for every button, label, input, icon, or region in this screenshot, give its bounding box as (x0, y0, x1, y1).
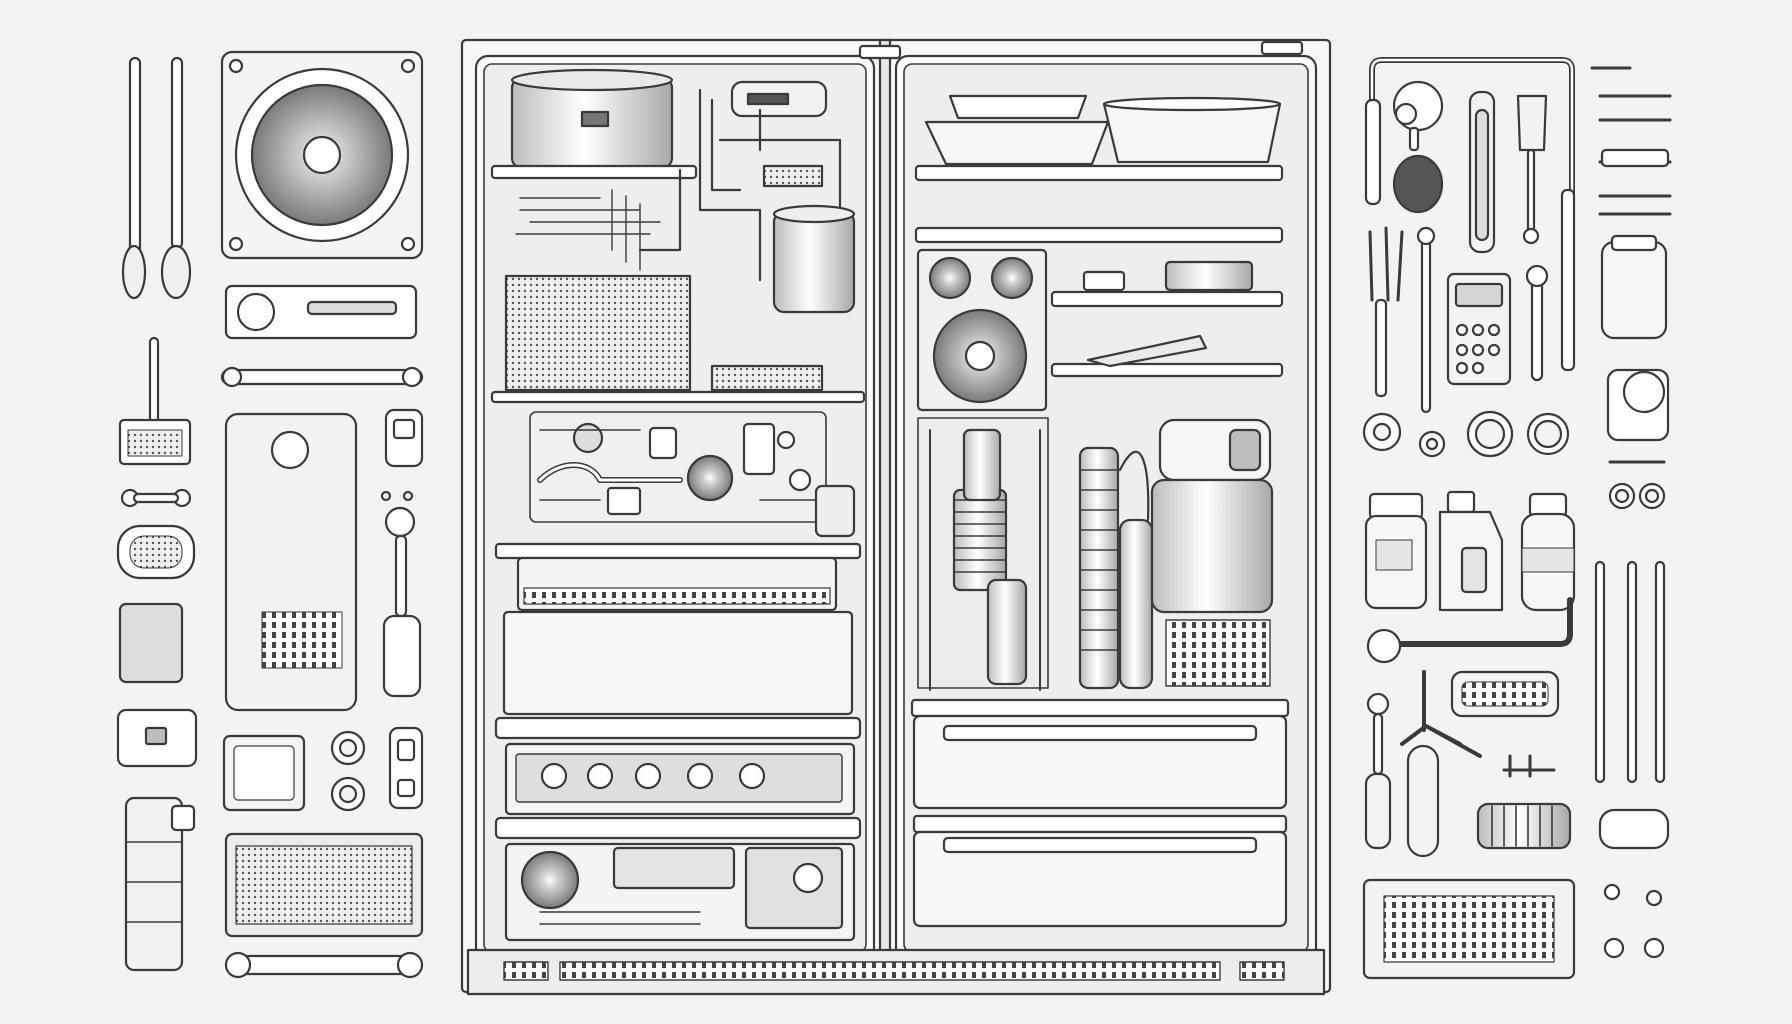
sensor-plate-icon (222, 734, 306, 812)
spatula-icon (1516, 94, 1548, 245)
valve-icon (1525, 264, 1670, 442)
latch-icon (388, 726, 424, 810)
nozzle-icon (1392, 80, 1444, 214)
screw-icon (1603, 883, 1665, 959)
spring-icon (1476, 754, 1670, 850)
water-hose-icon (1364, 57, 1575, 343)
capsule-icon (1406, 670, 1560, 858)
mesh-tray-icon (224, 832, 424, 938)
mesh-filter-icon (116, 524, 196, 580)
right-storage-section (910, 94, 1290, 928)
jar-icon (1364, 492, 1428, 610)
side-panel-icon (224, 412, 358, 712)
left-parts-sheet (116, 50, 424, 979)
pipe-icon (1366, 560, 1666, 784)
washer-icon (1418, 410, 1666, 510)
left-mechanical-section (490, 68, 866, 942)
jug-icon (1438, 490, 1504, 612)
mug-icon (1600, 234, 1668, 340)
scraper-brush-icon (118, 336, 192, 466)
small-pads-icon (116, 708, 198, 768)
square-tile-icon (118, 602, 184, 684)
handle-bar-icon (224, 951, 424, 979)
right-parts-sheet (1362, 57, 1672, 980)
small-knob-icon (384, 408, 424, 468)
bracket-plate-icon (224, 284, 418, 340)
thermostat-icon (1446, 272, 1512, 386)
long-rod-icon (1560, 66, 1672, 372)
pin-icon (1364, 670, 1482, 850)
hook-tool-icon (380, 490, 422, 698)
condenser-coil (952, 488, 1008, 592)
o-ring-icon (330, 730, 366, 812)
cartridge-icon (124, 796, 196, 972)
short-spoon-icon (160, 56, 192, 300)
compressor-assembly (529, 411, 827, 523)
rod-icon (220, 366, 424, 388)
long-spoon-icon (121, 56, 147, 300)
wrench-icon (1416, 226, 1436, 414)
fork-icon (1362, 226, 1404, 452)
bottle-icon (1520, 492, 1576, 612)
ladle-icon (1468, 90, 1496, 254)
dumbbell-pin-icon (120, 488, 192, 508)
fin-grille-icon (1362, 878, 1576, 980)
fan-unit-icon (220, 50, 424, 260)
